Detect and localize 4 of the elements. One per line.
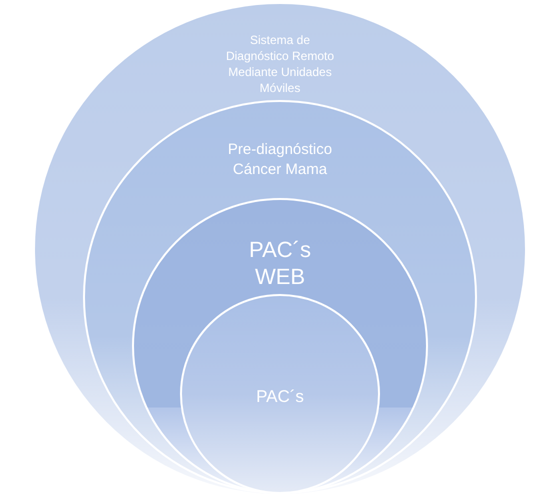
circle-label: Sistema de Diagnóstico Remoto Mediante Unidades Móviles [224,32,336,96]
circle-label: PAC´s WEB [248,236,312,290]
circle-label: Pre-diagnóstico Cáncer Mama [226,140,334,180]
circle-label: PAC´s [255,386,305,408]
